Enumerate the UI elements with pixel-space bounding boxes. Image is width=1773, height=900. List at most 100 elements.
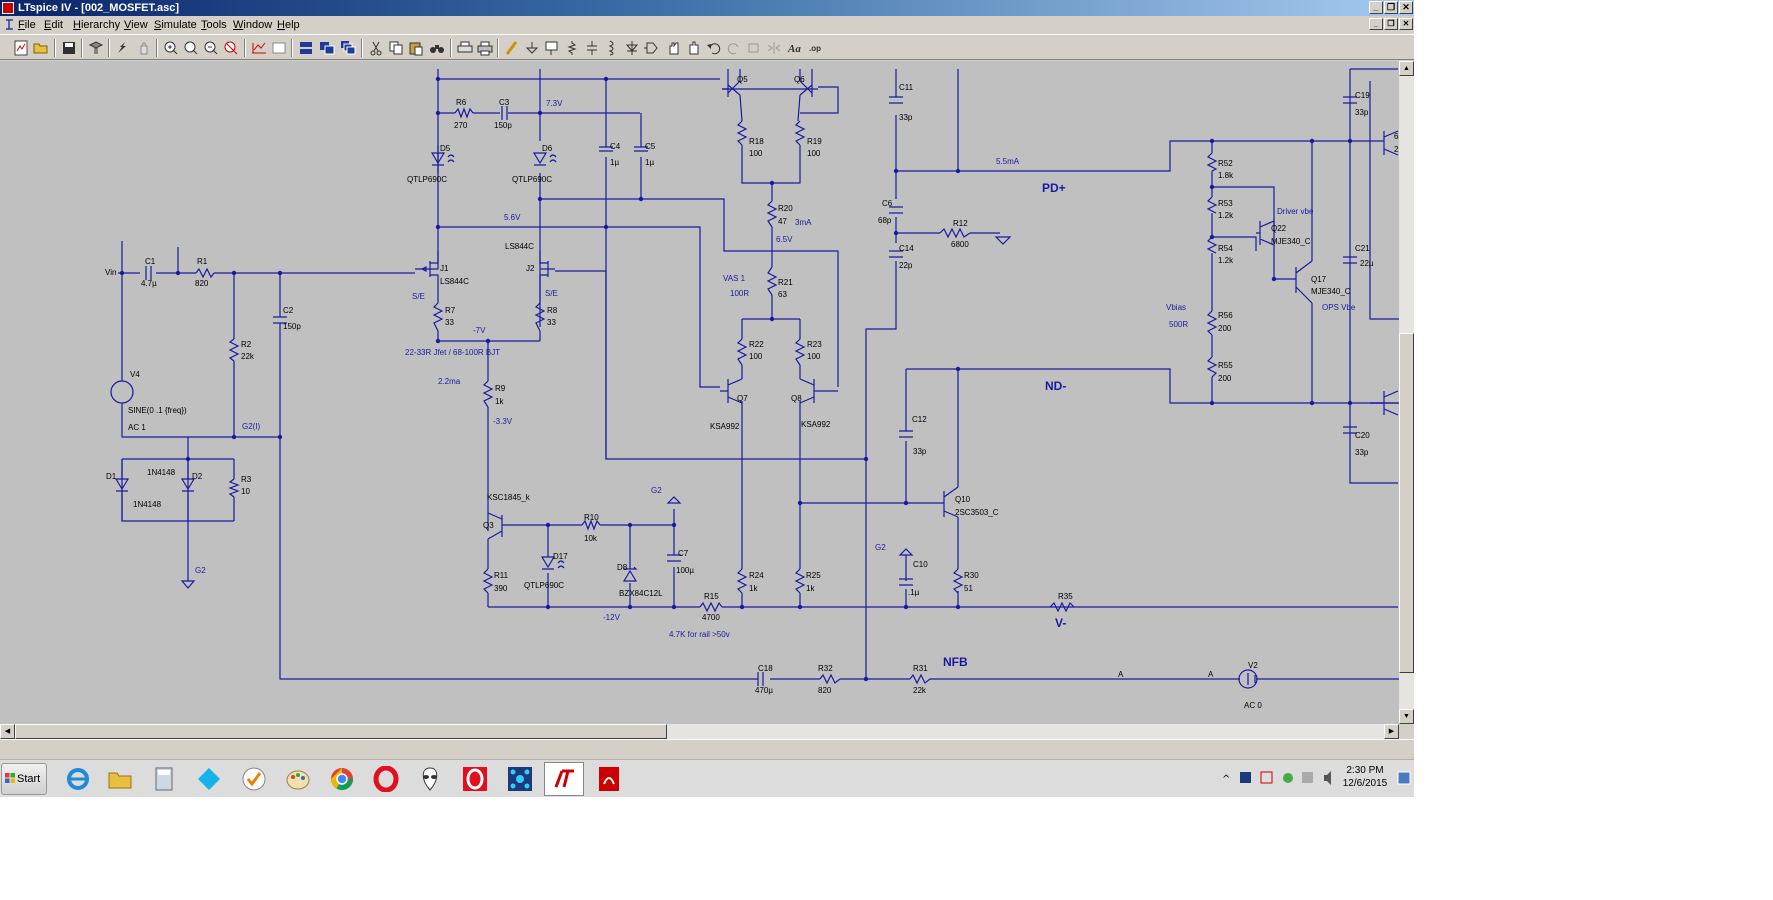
spice-directive-icon[interactable]: .op: [807, 39, 825, 57]
internet-explorer-icon[interactable]: [58, 762, 98, 796]
menu-view[interactable]: View: [124, 19, 148, 31]
control-panel-icon[interactable]: [87, 39, 105, 57]
tile-horizontal-icon[interactable]: [297, 39, 315, 57]
scroll-left-button[interactable]: ◀: [0, 724, 15, 739]
drag-icon[interactable]: [685, 39, 703, 57]
wire-icon[interactable]: [503, 39, 521, 57]
print-setup-icon[interactable]: [456, 39, 474, 57]
zoom-out-icon[interactable]: [202, 39, 220, 57]
scroll-up-button[interactable]: ▲: [1399, 61, 1414, 76]
menu-window[interactable]: Window: [233, 19, 273, 31]
cascade-icon[interactable]: [339, 39, 357, 57]
move-icon[interactable]: [665, 39, 683, 57]
waveform-icon[interactable]: [270, 39, 288, 57]
label-r32: R32: [818, 664, 833, 673]
label-c20-value: 33p: [1355, 448, 1369, 457]
doc-minimize-button[interactable]: _: [1369, 18, 1383, 30]
ltspice-doc-icon[interactable]: [4, 19, 15, 30]
diode-icon[interactable]: [623, 39, 641, 57]
run-icon[interactable]: [114, 39, 132, 57]
horizontal-scrollbar[interactable]: ◀ ▶: [0, 724, 1399, 739]
ltspice-app-icon: [2, 2, 14, 14]
start-label: Start: [17, 773, 41, 785]
cut-icon[interactable]: [367, 39, 385, 57]
show-desktop-button[interactable]: [1397, 771, 1411, 785]
schematic-drawing[interactable]: Vin C1 4.7µ R1 820 V4 SINE(0 .1 {freq}) …: [0, 61, 1399, 724]
find-icon[interactable]: [428, 39, 446, 57]
label-g2-ground: G2: [195, 566, 206, 575]
file-explorer-icon[interactable]: [100, 762, 140, 796]
menu-help[interactable]: Help: [277, 19, 300, 31]
label-icon[interactable]: [543, 39, 561, 57]
label-j1-model: LS844C: [440, 277, 469, 286]
close-button[interactable]: ✕: [1399, 1, 1413, 14]
menu-simulate[interactable]: Simulate: [154, 19, 197, 31]
scroll-down-button[interactable]: ▼: [1399, 709, 1414, 724]
redo-icon[interactable]: [725, 39, 743, 57]
zoom-fit-icon[interactable]: [222, 39, 240, 57]
label-minus-7v: -7V: [473, 326, 486, 335]
schematic-canvas[interactable]: Vin C1 4.7µ R1 820 V4 SINE(0 .1 {freq}) …: [0, 61, 1399, 724]
vertical-scrollbar[interactable]: ▲ ▼: [1399, 61, 1414, 724]
doc-close-button[interactable]: ✕: [1399, 18, 1413, 30]
paint-icon[interactable]: [278, 762, 318, 796]
tray-app-icon[interactable]: [1240, 772, 1251, 783]
print-icon[interactable]: [476, 39, 494, 57]
label-r15: R15: [704, 592, 719, 601]
mirror-icon[interactable]: [765, 39, 783, 57]
paste-icon[interactable]: [407, 39, 425, 57]
tray-device-icon[interactable]: [1302, 772, 1313, 783]
label-r6-value: 270: [454, 121, 468, 130]
scroll-right-button[interactable]: ▶: [1384, 724, 1399, 739]
tray-network-icon[interactable]: [1260, 771, 1273, 784]
inductor-icon[interactable]: [603, 39, 621, 57]
network-app-icon[interactable]: [500, 762, 540, 796]
copy-icon[interactable]: [387, 39, 405, 57]
vertical-scroll-thumb[interactable]: [1399, 333, 1414, 673]
new-schematic-icon[interactable]: [12, 39, 30, 57]
ground-icon[interactable]: [523, 39, 541, 57]
label-r6: R6: [456, 98, 467, 107]
label-q8-model: KSA992: [801, 420, 831, 429]
label-r1: R1: [197, 257, 208, 266]
tray-status-icon[interactable]: [1283, 773, 1293, 783]
doc-restore-button[interactable]: ❐: [1384, 18, 1398, 30]
menu-edit[interactable]: Edit: [44, 19, 63, 31]
zoom-pan-icon[interactable]: [182, 39, 200, 57]
menu-file[interactable]: File: [18, 19, 36, 31]
opera-red-icon[interactable]: [455, 762, 495, 796]
status-bar: [0, 739, 1414, 759]
label-d17: D17: [553, 552, 568, 561]
kodi-icon[interactable]: [189, 762, 229, 796]
alien-icon[interactable]: [410, 762, 450, 796]
chrome-icon[interactable]: [322, 762, 362, 796]
tile-vertical-icon[interactable]: [318, 39, 336, 57]
opera-icon[interactable]: [366, 762, 406, 796]
menu-tools[interactable]: Tools: [201, 19, 227, 31]
minimize-button[interactable]: _: [1369, 1, 1383, 14]
zoom-in-icon[interactable]: [162, 39, 180, 57]
acrobat-icon[interactable]: [589, 762, 629, 796]
calculator-icon[interactable]: [144, 762, 184, 796]
taskbar-clock[interactable]: 2:30 PM 12/6/2015: [1340, 764, 1390, 790]
undo-icon[interactable]: [705, 39, 723, 57]
rotate-icon[interactable]: [745, 39, 763, 57]
label-se-2: S/E: [545, 289, 558, 298]
resistor-icon[interactable]: [563, 39, 581, 57]
text-icon[interactable]: Aa: [786, 39, 804, 57]
ltspice-icon[interactable]: [544, 762, 584, 796]
tray-expand-icon[interactable]: ^: [1222, 774, 1230, 785]
menu-hierarchy[interactable]: Hierarchy: [73, 19, 121, 31]
autorange-icon[interactable]: [250, 39, 268, 57]
horizontal-scroll-thumb[interactable]: [15, 724, 667, 739]
tray-volume-icon[interactable]: [1324, 771, 1331, 785]
capacitor-icon[interactable]: [583, 39, 601, 57]
component-icon[interactable]: [643, 39, 661, 57]
restore-button[interactable]: ❐: [1384, 1, 1398, 14]
save-icon[interactable]: [60, 39, 78, 57]
start-button[interactable]: Start: [1, 763, 47, 795]
open-icon[interactable]: [32, 39, 50, 57]
vlc-icon[interactable]: [234, 762, 274, 796]
title-bar[interactable]: LTspice IV - [002_MOSFET.asc] _ ❐ ✕: [0, 0, 1414, 16]
halt-icon[interactable]: [135, 39, 153, 57]
